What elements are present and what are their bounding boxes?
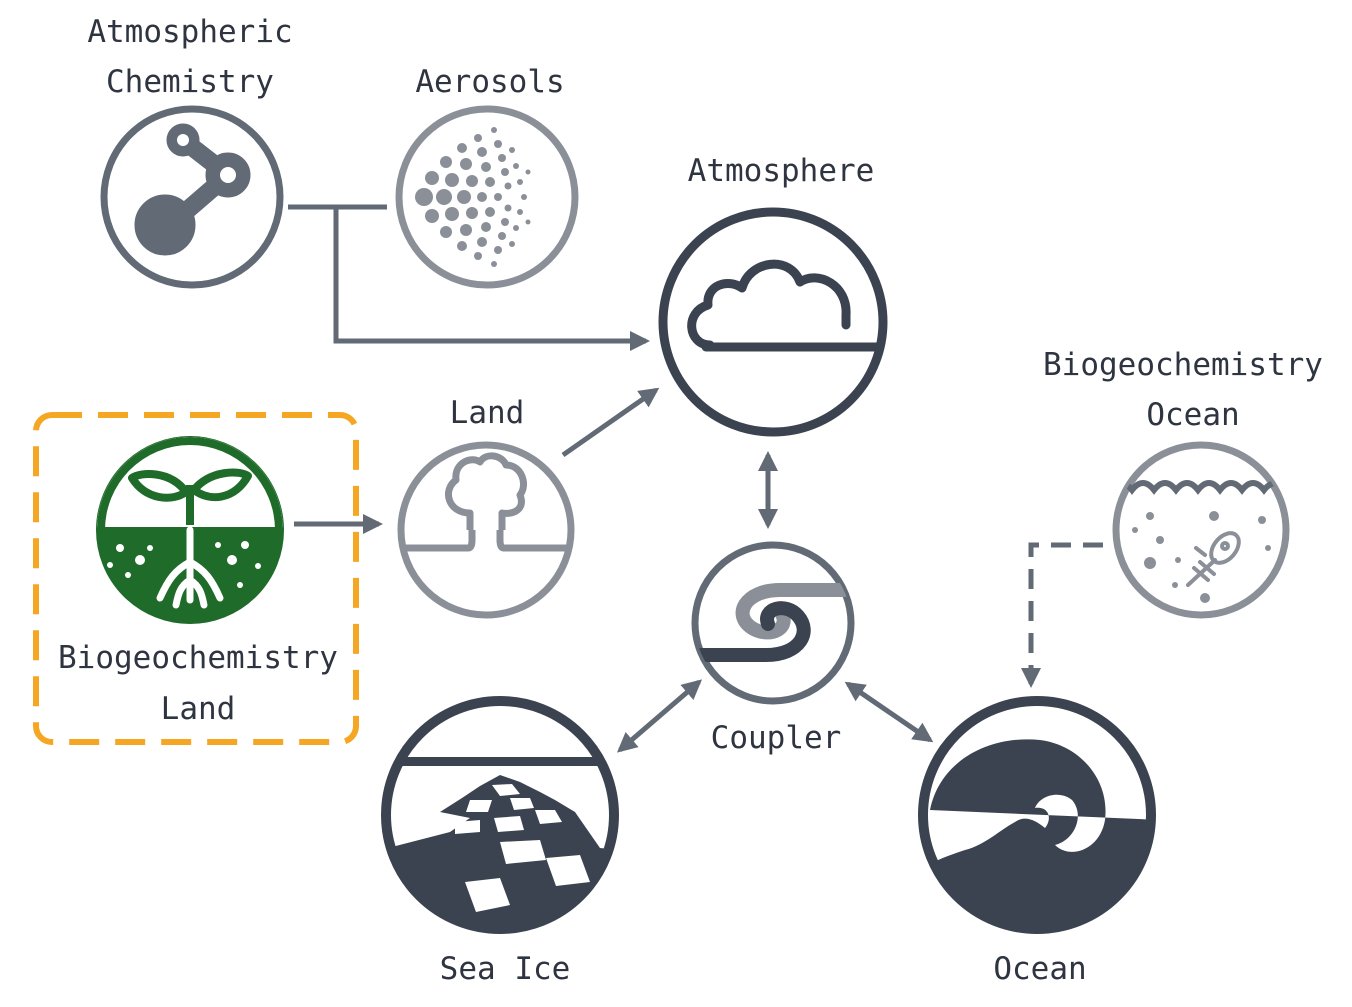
node-coupler: Coupler [691,541,855,756]
atmosphere-label: Atmosphere [688,153,875,189]
biogeochemistry-ocean-label-line1: Biogeochemistry [1043,347,1323,383]
atmospheric-chemistry-label-line1: Atmospheric [87,14,292,50]
land-label: Land [450,395,525,431]
biogeochemistry-land-label-line1: Biogeochemistry [58,640,338,676]
node-atmosphere: Atmosphere [658,153,888,437]
node-aerosols: Aerosols [395,64,579,289]
particles-icon [415,127,531,267]
ice-floes-icon [386,757,614,929]
chem-to-atmosphere-arrow [333,207,650,351]
cloud-icon [687,259,883,352]
node-biogeochemistry-ocean: Biogeochemistry Ocean [1043,347,1323,619]
connectors [288,204,1103,753]
land-to-atmosphere-arrow [561,387,660,458]
plankton-icon [1116,480,1286,603]
molecule-icon [134,123,251,256]
swirl-icon [695,583,851,662]
node-sea-ice: Sea Ice [381,696,619,987]
sea-ice-label: Sea Ice [440,951,571,987]
coupler-ocean-arrow [844,681,934,743]
node-biogeochemistry-land: Biogeochemistry Land [58,436,338,727]
node-ocean: Ocean [918,696,1156,987]
bgc-ocean-to-ocean-arrow [1021,542,1103,688]
atmospheric-chemistry-label-line2: Chemistry [106,64,274,100]
highlight-box [33,412,359,745]
coupler-label: Coupler [711,720,842,756]
aerosols-label: Aerosols [415,64,564,100]
node-land: Land [397,395,575,619]
wave-icon [923,739,1151,929]
sprout-icon [97,437,283,623]
biogeochemistry-ocean-label-line2: Ocean [1146,397,1239,433]
coupler-seaice-arrow [616,679,703,753]
ocean-label: Ocean [993,951,1086,987]
tree-icon [401,452,571,552]
biogeochemistry-land-label-line2: Land [161,691,236,727]
node-atmospheric-chemistry: Atmospheric Chemistry [87,14,293,289]
